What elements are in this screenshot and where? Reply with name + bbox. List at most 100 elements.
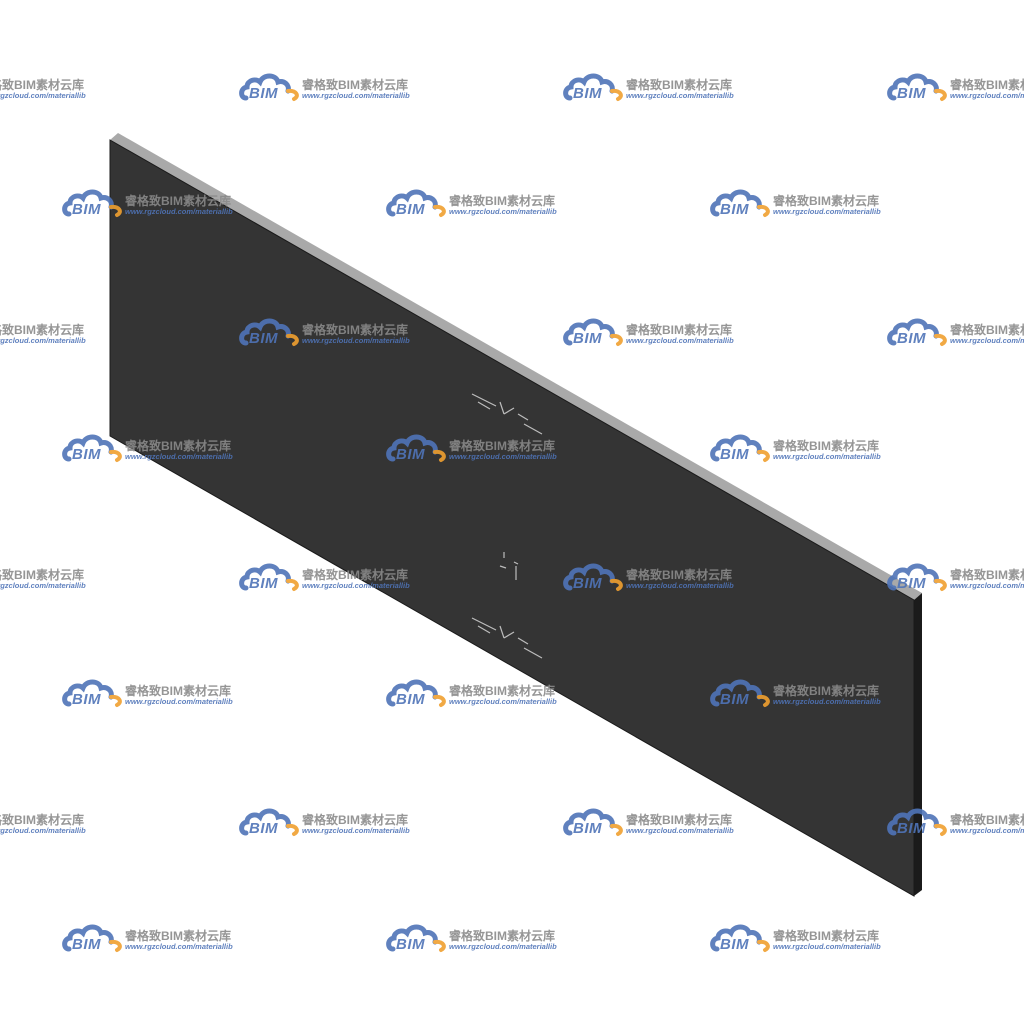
watermark-url: www.rgzcloud.com/materiallib: [449, 697, 557, 706]
cloud-logo-icon: [386, 924, 446, 952]
watermark-title: 睿格致BIM素材云库: [125, 194, 231, 208]
watermark-url: www.rgzcloud.com/materiallib: [125, 942, 233, 951]
watermark: BIM 睿格致BIM素材云库 www.rgzcloud.com/material…: [0, 803, 104, 843]
watermark: BIM 睿格致BIM素材云库 www.rgzcloud.com/material…: [562, 313, 752, 353]
watermark-title: 睿格致BIM素材云库: [302, 813, 408, 827]
watermark-title: 睿格致BIM素材云库: [773, 439, 879, 453]
cloud-logo-icon: [239, 563, 299, 591]
watermark-url: www.rgzcloud.com/materiallib: [449, 942, 557, 951]
watermark-logo-text: BIM: [72, 691, 101, 708]
cloud-logo-icon: [386, 679, 446, 707]
watermark-logo-text: BIM: [720, 446, 749, 463]
cloud-logo-icon: [239, 318, 299, 346]
center-mark: [499, 552, 519, 580]
cloud-logo-icon: [386, 189, 446, 217]
watermark-title: 睿格致BIM素材云库: [950, 323, 1024, 337]
watermark: BIM 睿格致BIM素材云库 www.rgzcloud.com/material…: [0, 313, 104, 353]
watermark-title: 睿格致BIM素材云库: [950, 568, 1024, 582]
watermark-title: 睿格致BIM素材云库: [449, 929, 555, 943]
watermark-url: www.rgzcloud.com/materiallib: [626, 336, 734, 345]
watermark-url: www.rgzcloud.com/materiallib: [0, 581, 86, 590]
watermark: BIM 睿格致BIM素材云库 www.rgzcloud.com/material…: [562, 68, 752, 108]
watermark-title: 睿格致BIM素材云库: [125, 439, 231, 453]
panel-right-edge: [914, 593, 922, 896]
watermark-title: 睿格致BIM素材云库: [449, 439, 555, 453]
watermark: BIM 睿格致BIM素材云库 www.rgzcloud.com/material…: [61, 429, 251, 469]
watermark-title: 睿格致BIM素材云库: [773, 684, 879, 698]
watermark: BIM 睿格致BIM素材云库 www.rgzcloud.com/material…: [886, 803, 1024, 843]
hinge-mark-lower: [471, 617, 543, 659]
cloud-logo-icon: [239, 73, 299, 101]
watermark-url: www.rgzcloud.com/materiallib: [302, 581, 410, 590]
cloud-logo-icon: [62, 434, 122, 462]
cloud-logo-icon: [563, 563, 623, 591]
watermark-logo-text: BIM: [396, 936, 425, 953]
panel-top-edge: [110, 133, 922, 600]
cloud-logo-icon: [710, 924, 770, 952]
watermark-title: 睿格致BIM素材云库: [302, 323, 408, 337]
watermark-logo-text: BIM: [720, 691, 749, 708]
watermark: BIM 睿格致BIM素材云库 www.rgzcloud.com/material…: [886, 313, 1024, 353]
cloud-logo-icon: [563, 318, 623, 346]
watermark-title: 睿格致BIM素材云库: [302, 568, 408, 582]
cloud-logo-icon: [887, 318, 947, 346]
watermark-url: www.rgzcloud.com/materiallib: [125, 697, 233, 706]
watermark-logo-text: BIM: [396, 446, 425, 463]
watermark-title: 睿格致BIM素材云库: [626, 813, 732, 827]
watermark-logo-text: BIM: [249, 575, 278, 592]
watermark-title: 睿格致BIM素材云库: [773, 194, 879, 208]
watermark: BIM 睿格致BIM素材云库 www.rgzcloud.com/material…: [709, 429, 899, 469]
cloud-logo-icon: [887, 808, 947, 836]
watermark-url: www.rgzcloud.com/materiallib: [125, 452, 233, 461]
watermark-url: www.rgzcloud.com/materiallib: [950, 336, 1024, 345]
cloud-logo-icon: [563, 73, 623, 101]
panel-front-face: [109, 139, 915, 897]
watermark-url: www.rgzcloud.com/materiallib: [773, 942, 881, 951]
watermark: BIM 睿格致BIM素材云库 www.rgzcloud.com/material…: [238, 68, 428, 108]
watermark-url: www.rgzcloud.com/materiallib: [950, 581, 1024, 590]
watermark: BIM 睿格致BIM素材云库 www.rgzcloud.com/material…: [562, 803, 752, 843]
watermark-title: 睿格致BIM素材云库: [626, 568, 732, 582]
cloud-logo-icon: [62, 679, 122, 707]
watermark-logo-text: BIM: [573, 85, 602, 102]
watermark: BIM 睿格致BIM素材云库 www.rgzcloud.com/material…: [562, 558, 752, 598]
watermark: BIM 睿格致BIM素材云库 www.rgzcloud.com/material…: [61, 919, 251, 959]
watermark-logo-text: BIM: [897, 330, 926, 347]
watermark-logo-text: BIM: [897, 85, 926, 102]
watermark-logo-text: BIM: [396, 691, 425, 708]
watermark: BIM 睿格致BIM素材云库 www.rgzcloud.com/material…: [0, 68, 104, 108]
watermark-logo-text: BIM: [72, 936, 101, 953]
watermark: BIM 睿格致BIM素材云库 www.rgzcloud.com/material…: [238, 313, 428, 353]
cloud-logo-icon: [887, 563, 947, 591]
watermark-title: 睿格致BIM素材云库: [950, 78, 1024, 92]
cloud-logo-icon: [239, 808, 299, 836]
watermark: BIM 睿格致BIM素材云库 www.rgzcloud.com/material…: [61, 674, 251, 714]
watermark-url: www.rgzcloud.com/materiallib: [302, 336, 410, 345]
watermark-logo-text: BIM: [897, 820, 926, 837]
watermark: BIM 睿格致BIM素材云库 www.rgzcloud.com/material…: [709, 184, 899, 224]
watermark-url: www.rgzcloud.com/materiallib: [950, 91, 1024, 100]
watermark-url: www.rgzcloud.com/materiallib: [125, 207, 233, 216]
watermark-logo-text: BIM: [249, 330, 278, 347]
watermark: BIM 睿格致BIM素材云库 www.rgzcloud.com/material…: [385, 429, 575, 469]
watermark-url: www.rgzcloud.com/materiallib: [0, 91, 86, 100]
watermark-logo-text: BIM: [573, 330, 602, 347]
watermark-logo-text: BIM: [720, 201, 749, 218]
watermark-url: www.rgzcloud.com/materiallib: [773, 207, 881, 216]
watermark: BIM 睿格致BIM素材云库 www.rgzcloud.com/material…: [886, 558, 1024, 598]
watermark-url: www.rgzcloud.com/materiallib: [773, 697, 881, 706]
watermark-title: 睿格致BIM素材云库: [0, 813, 84, 827]
watermark-title: 睿格致BIM素材云库: [950, 813, 1024, 827]
watermark-logo-text: BIM: [720, 936, 749, 953]
watermark: BIM 睿格致BIM素材云库 www.rgzcloud.com/material…: [385, 674, 575, 714]
watermark-url: www.rgzcloud.com/materiallib: [773, 452, 881, 461]
watermark-title: 睿格致BIM素材云库: [0, 323, 84, 337]
watermark-url: www.rgzcloud.com/materiallib: [449, 452, 557, 461]
watermark-url: www.rgzcloud.com/materiallib: [626, 826, 734, 835]
cloud-logo-icon: [710, 434, 770, 462]
watermark-url: www.rgzcloud.com/materiallib: [950, 826, 1024, 835]
watermark-title: 睿格致BIM素材云库: [125, 929, 231, 943]
watermark: BIM 睿格致BIM素材云库 www.rgzcloud.com/material…: [886, 68, 1024, 108]
watermark-url: www.rgzcloud.com/materiallib: [626, 581, 734, 590]
